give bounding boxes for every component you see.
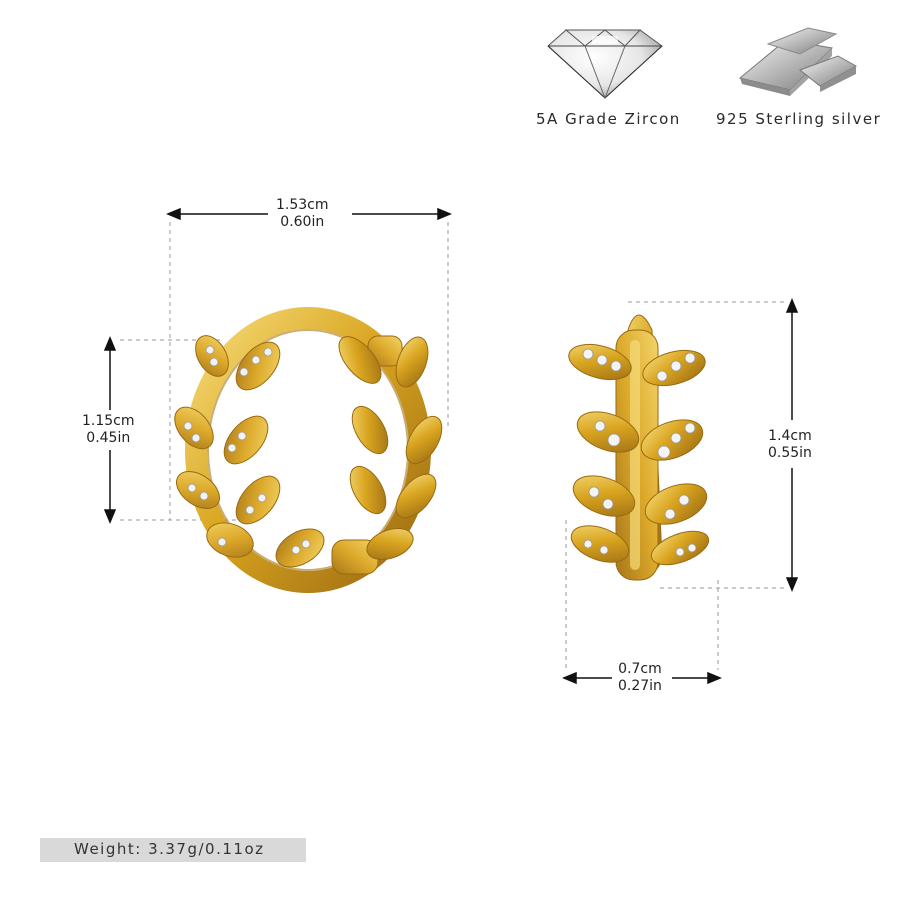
front-width-label: 1.53cm 0.60in [272, 197, 333, 231]
weight-bar: Weight: 3.37g/0.11oz [40, 838, 306, 862]
front-height-cm: 1.15cm [82, 413, 135, 429]
side-dimension-lines [565, 301, 786, 670]
zircon-label: 5A Grade Zircon [536, 110, 681, 128]
front-hoop-earring [174, 307, 443, 593]
diamond-icon [547, 29, 663, 100]
front-height-in: 0.45in [86, 430, 131, 446]
side-width-cm: 0.7cm [618, 661, 662, 677]
weight-label: Weight: 3.37g/0.11oz [74, 840, 265, 858]
silver-bars-icon [738, 27, 858, 96]
front-width-cm: 1.53cm [276, 197, 329, 213]
side-hoop-earring [568, 314, 710, 581]
side-height-arrow [785, 298, 799, 592]
side-height-cm: 1.4cm [768, 428, 812, 444]
side-height-in: 0.55in [768, 445, 812, 461]
front-width-in: 0.60in [280, 214, 325, 230]
side-width-in: 0.27in [618, 678, 662, 694]
side-width-arrow [562, 671, 722, 685]
side-width-label: 0.7cm 0.27in [614, 661, 666, 695]
front-height-arrow [103, 336, 117, 524]
front-height-label: 1.15cm 0.45in [78, 413, 139, 447]
front-width-arrow [166, 207, 452, 221]
side-height-label: 1.4cm 0.55in [764, 428, 816, 462]
silver-label: 925 Sterling silver [716, 110, 882, 128]
